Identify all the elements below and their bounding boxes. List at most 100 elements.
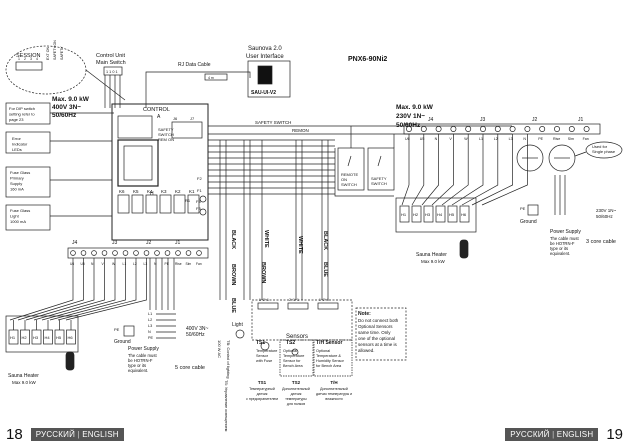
ru-sensor-code: TS1 (258, 380, 267, 385)
language-bar-left: РУССКИЙ | ENGLISH (30, 427, 124, 441)
terminal-screw (80, 250, 87, 256)
wire-color-label: BROWN (260, 262, 266, 283)
sensor-plug-label: 1+2+1 (259, 298, 269, 302)
ru-sensor-line: температуры (285, 397, 307, 401)
sensors-box (251, 299, 353, 341)
ru-sensor-line: с предохранителем (246, 397, 278, 401)
terminal-screw (122, 250, 129, 256)
right-heater-box (395, 197, 477, 233)
safety-switch-label: SAFETY (371, 176, 387, 181)
heater-element-label: H3 (33, 335, 39, 340)
sensor-plug-label: 2+1+1 (289, 298, 299, 302)
right-supply-voltage: 230V 1N~ (596, 208, 617, 213)
note-fuse-light: Fuse Glass (10, 208, 30, 213)
transformer (117, 139, 159, 187)
terminal-screw (91, 250, 97, 256)
right-terminal-label: V (449, 137, 452, 141)
terminal-screw (112, 250, 118, 256)
remote-switch-label: REMOTE (341, 172, 358, 177)
terminal-screw (70, 250, 76, 256)
terminal-label: Fan (196, 262, 202, 266)
note-fuse-primary: Supply (10, 181, 22, 186)
ui-model-code: SAU-UI-V2 (251, 90, 276, 96)
heater-element-label: H3 (425, 212, 431, 217)
terminal-label: N (154, 262, 157, 266)
connector-label: J7 (190, 116, 195, 121)
right-terminal-label: L1 (479, 137, 483, 141)
relay-4 (159, 194, 172, 214)
heater-element (399, 205, 410, 223)
note-fuse-primary: Fuse Glass (10, 170, 30, 175)
note-text: allowed. (358, 348, 375, 353)
supply-line-label: L2 (148, 318, 152, 322)
switch-contact (377, 155, 382, 167)
rj-cable-connector (204, 73, 228, 81)
right-terminal-label: PE (538, 137, 543, 141)
wire-color-label: WHITE (263, 230, 269, 248)
heater-element (423, 205, 434, 223)
fuse-label: F3 (196, 206, 201, 211)
right-heater-title: Sauna Heater (416, 252, 447, 258)
bus-safety-label: SAFETY SWITCH (255, 120, 291, 125)
left-power-supply-note: type or its (128, 363, 146, 368)
light-rating: 100 W AC (217, 340, 222, 358)
relay-5 (173, 194, 186, 214)
board-connector-label: J1 (175, 240, 181, 246)
fuse-f4 (199, 195, 207, 203)
note-dip-box (5, 102, 51, 125)
fuse-label: F4 (196, 199, 201, 204)
single-phase-callout (585, 141, 623, 159)
left-heater-title: Sauna Heater (8, 373, 39, 379)
ru-sensor-line: Температурный (249, 387, 275, 391)
note-dip: setting refer to (9, 112, 35, 117)
terminal-screw (568, 126, 575, 132)
right-cable-type: 3 core cable (586, 239, 616, 245)
th-code: T/H Sensor (316, 340, 342, 346)
right-heater-wire (401, 134, 410, 206)
ru-sensor-line: Дополнительный (320, 387, 348, 391)
terminal-screw (465, 126, 472, 132)
right-power-supply-note: The cable must (550, 236, 579, 241)
note-text: one of the optional (358, 336, 395, 341)
right-terminal-label: L2 (494, 137, 498, 141)
right-power-frequency: 50/60Hz (396, 122, 421, 129)
terminal-screw (494, 126, 501, 132)
right-heater-wire (411, 134, 425, 206)
heater-supply-wire (33, 258, 105, 321)
heater-element-label: H6 (461, 212, 467, 217)
heater-supply-wire (9, 258, 74, 321)
left-power-supply-note: The cable must (128, 353, 157, 358)
footer-right: РУССКИЙ | ENGLISH 19 (505, 424, 623, 444)
page-number-left: 18 (6, 425, 23, 443)
note-fuse-light: 1000 mA (10, 219, 26, 224)
heater-supply-wire (25, 258, 95, 321)
terminal-label: Slm (186, 262, 192, 266)
terminal-label: U5 (81, 262, 85, 266)
note-dip: For DIP switch (9, 106, 35, 111)
right-ground-label: Ground (520, 219, 537, 225)
right-heater-wire (431, 134, 454, 206)
ui-title: Saunova 2.0 (248, 46, 282, 52)
terminal-label: V (102, 262, 105, 266)
language-bar-right: РУССКИЙ | ENGLISH (505, 427, 599, 441)
ts2-box (279, 339, 314, 377)
connector-label: J6 (173, 116, 178, 121)
right-terminal-label: N (435, 137, 438, 141)
lang-en-right: ENGLISH (556, 429, 594, 439)
terminal-label: L3 (144, 262, 148, 266)
main-switch-title: Control Unit (96, 53, 126, 59)
note-dip: page 23 (9, 117, 24, 122)
ru-sensor-code: T/H (330, 380, 337, 385)
wire-color-label: WHITE (297, 236, 303, 254)
session-dip-label: SAFETY (60, 46, 64, 60)
right-terminal-label: U6 (405, 137, 410, 141)
left-heater-sub: Max 9.0 kW (12, 380, 37, 385)
right-connector-label: J1 (578, 117, 584, 123)
heater-element (459, 205, 470, 223)
right-terminal-label: U5 (420, 137, 425, 141)
heater-element-label: H4 (437, 212, 443, 217)
note-fuse-primary: Primary (10, 176, 24, 181)
callout-leader (574, 151, 587, 157)
supply-line-label: L3 (148, 324, 152, 328)
